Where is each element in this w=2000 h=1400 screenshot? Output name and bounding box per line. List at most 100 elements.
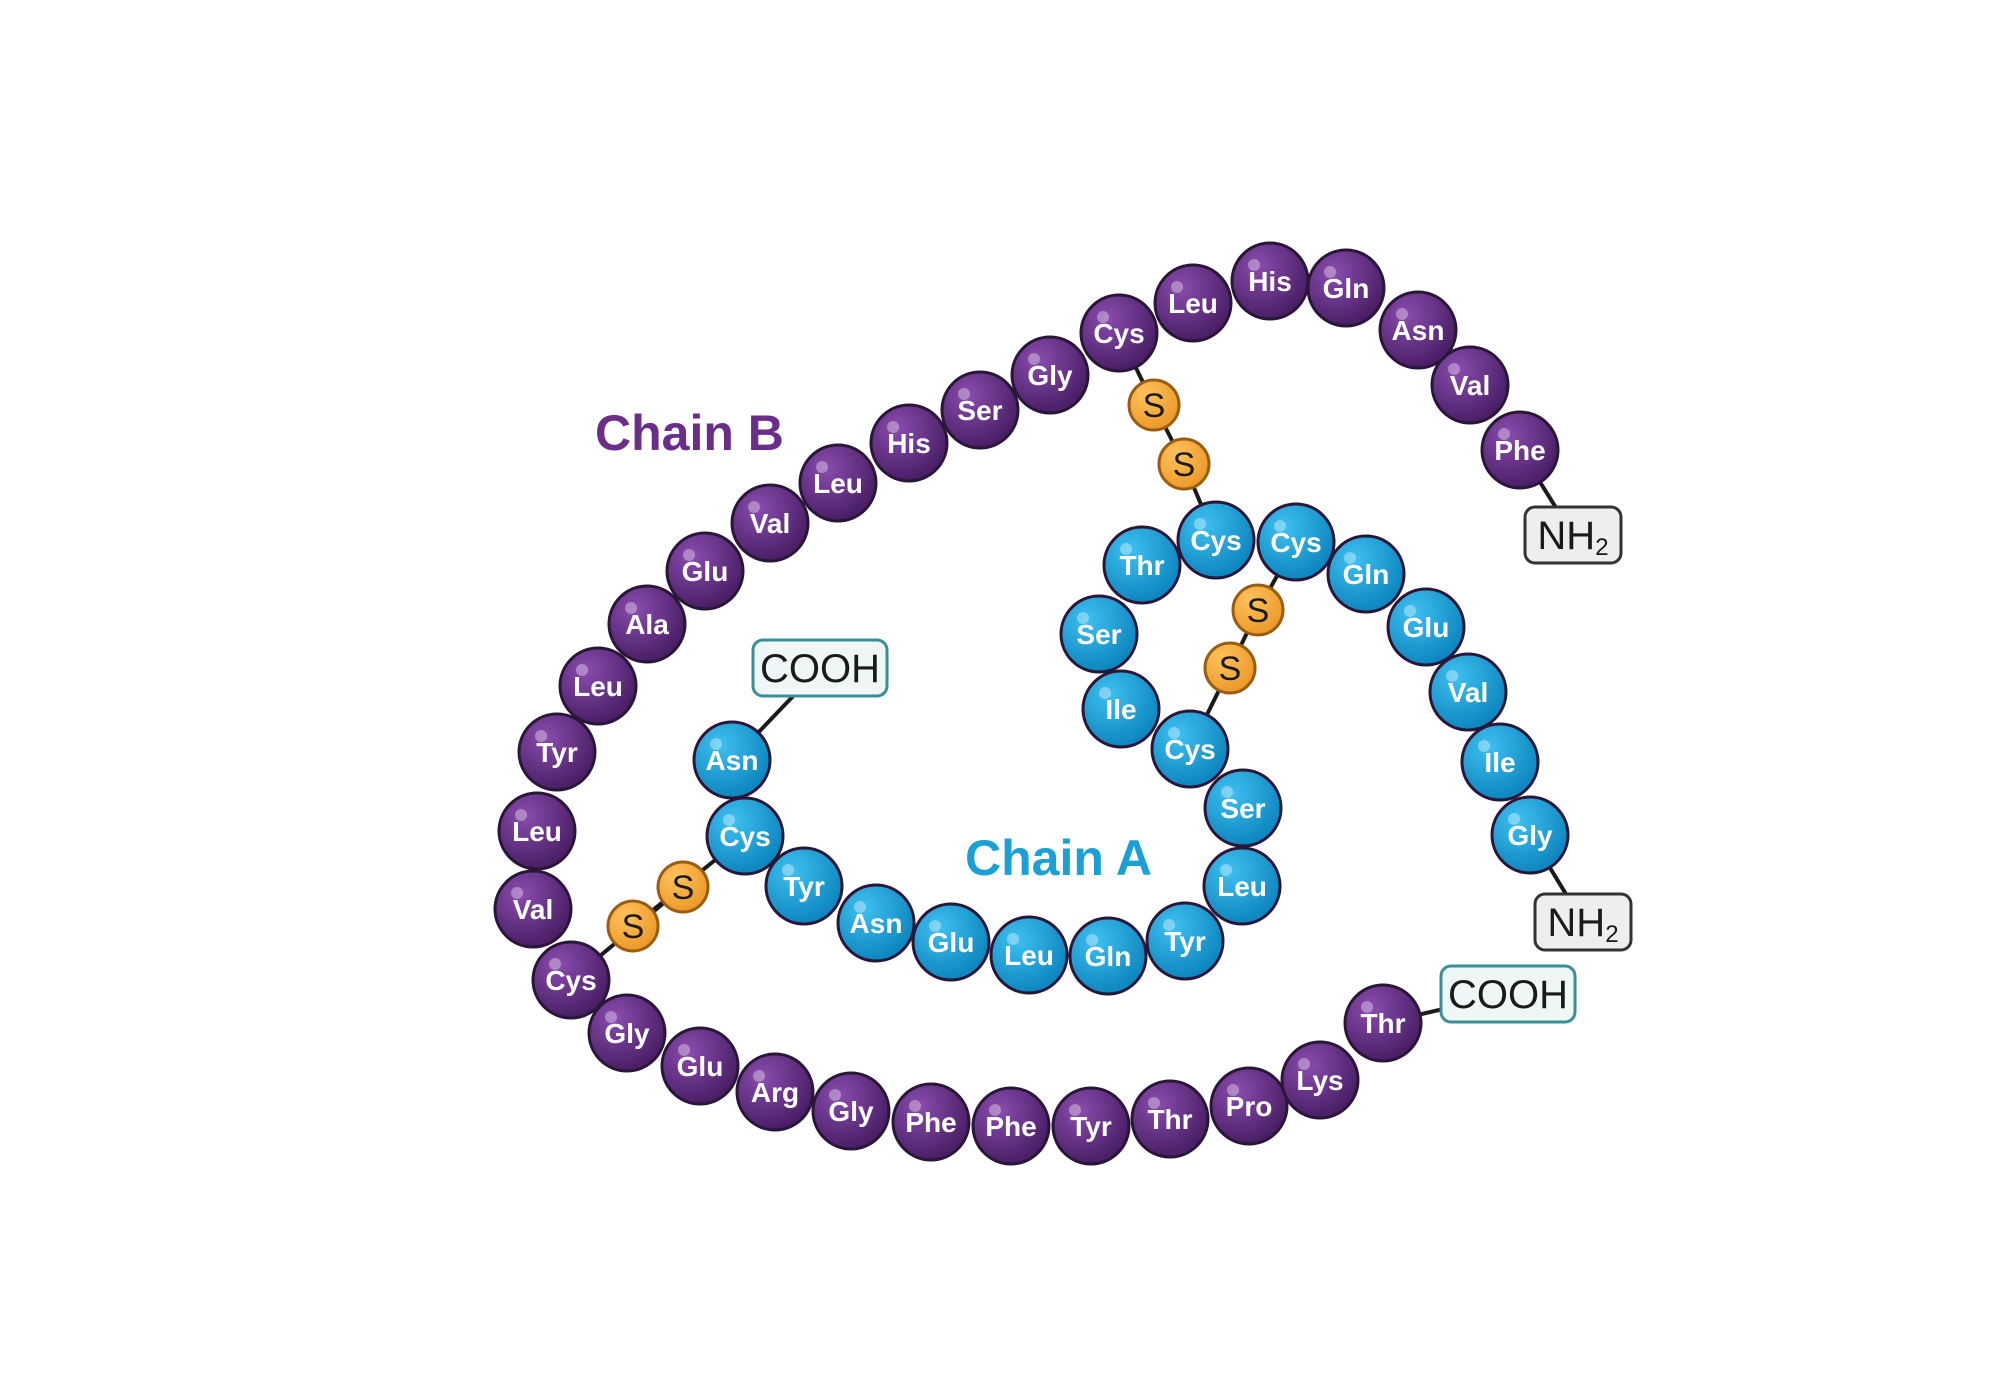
- sulfur-a6-a11-1: S: [1231, 583, 1285, 637]
- bead-highlight: [1498, 428, 1510, 440]
- bead-highlight: [1099, 687, 1111, 699]
- residue-bead: [1081, 669, 1161, 749]
- residue-bead: [735, 1052, 815, 1132]
- bead-highlight: [1361, 1001, 1373, 1013]
- residue-a-3-val: Val: [1428, 652, 1508, 732]
- bead-highlight: [535, 730, 547, 742]
- terminal-subscript: 2: [1595, 534, 1608, 561]
- residue-b-14-ala: Ala: [607, 584, 687, 664]
- residue-label: Val: [1448, 677, 1488, 708]
- residue-label: Ile: [1484, 747, 1515, 778]
- residue-label: Lys: [1296, 1065, 1343, 1096]
- residue-bead: [764, 846, 844, 926]
- chain-b-c-terminus: COOH: [1439, 964, 1577, 1024]
- residue-a-10-ile: Ile: [1081, 669, 1161, 749]
- residue-label: Gly: [604, 1018, 650, 1049]
- residue-beads: PheValAsnGlnHisLeuCysGlySerHisLeuValGluA…: [493, 241, 1570, 1166]
- residue-bead: [1343, 983, 1423, 1063]
- residue-a-7-cys: Cys: [1176, 500, 1256, 580]
- terminal-label: COOH: [760, 647, 880, 691]
- sulfur-label: S: [672, 869, 695, 907]
- residue-label: Phe: [905, 1107, 956, 1138]
- residue-label: Ser: [1220, 793, 1265, 824]
- residue-bead: [911, 902, 991, 982]
- bead-highlight: [605, 1011, 617, 1023]
- bead-highlight: [710, 738, 722, 750]
- residue-label: Leu: [512, 816, 562, 847]
- residue-label: Thr: [1360, 1008, 1405, 1039]
- residue-b-11-leu: Leu: [798, 443, 878, 523]
- residue-bead: [1480, 410, 1560, 490]
- residue-bead: [798, 443, 878, 523]
- residue-label: Tyr: [1070, 1111, 1112, 1142]
- sulfur-label: S: [1173, 446, 1196, 484]
- residue-label: Cys: [1093, 318, 1144, 349]
- terminal-box: [751, 638, 889, 698]
- bead-highlight: [1028, 353, 1040, 365]
- chain-a-c-terminus: COOH: [751, 638, 889, 698]
- residue-bead: [1130, 1079, 1210, 1159]
- residue-label: Leu: [1168, 288, 1218, 319]
- chain-a-n-terminus: NH2: [1533, 892, 1633, 952]
- bead-highlight: [549, 958, 561, 970]
- bead-highlight: [1007, 933, 1019, 945]
- residue-bead: [660, 1026, 740, 1106]
- residue-label: Gln: [1323, 273, 1370, 304]
- bead-highlight: [1086, 934, 1098, 946]
- bead-highlight: [1298, 1058, 1310, 1070]
- residue-a-21-asn: Asn: [692, 720, 772, 800]
- residue-a-19-tyr: Tyr: [764, 846, 844, 926]
- residue-label: Ala: [625, 609, 669, 640]
- residue-b-4-gln: Gln: [1306, 248, 1386, 328]
- residue-b-18-val: Val: [493, 869, 573, 949]
- residue-label: Glu: [928, 927, 975, 958]
- residue-bead: [891, 1082, 971, 1162]
- residue-bead: [1256, 502, 1336, 582]
- residue-bead: [730, 483, 810, 563]
- residue-b-17-leu: Leu: [497, 791, 577, 871]
- residue-bead: [531, 940, 611, 1020]
- bead-highlight: [1069, 1104, 1081, 1116]
- residue-label: Cys: [1164, 734, 1215, 765]
- residue-b-20-gly: Gly: [587, 993, 667, 1073]
- residue-b-16-tyr: Tyr: [517, 712, 597, 792]
- residue-label: Cys: [1190, 525, 1241, 556]
- residue-bead: [1176, 500, 1256, 580]
- bead-highlight: [816, 461, 828, 473]
- residue-label: Pro: [1226, 1091, 1273, 1122]
- residue-bead: [493, 869, 573, 949]
- terminal-label: COOH: [1448, 973, 1568, 1017]
- sulfur-b19-a20-2: S: [606, 899, 660, 953]
- bead-highlight: [1171, 281, 1183, 293]
- residue-label: Val: [513, 894, 553, 925]
- sulfur-label: S: [1219, 650, 1242, 688]
- residue-bead: [1068, 916, 1148, 996]
- bead-highlight: [576, 664, 588, 676]
- residue-a-5-gln: Gln: [1326, 534, 1406, 614]
- residue-b-24-phe: Phe: [891, 1082, 971, 1162]
- bead-highlight: [1097, 311, 1109, 323]
- residue-a-1-gly: Gly: [1490, 795, 1570, 875]
- residue-a-8-thr: Thr: [1102, 525, 1182, 605]
- residue-bead: [1430, 345, 1510, 425]
- terminal-box: [1439, 964, 1577, 1024]
- chain-a-title: Chain A: [965, 830, 1152, 886]
- residue-label: Cys: [1270, 527, 1321, 558]
- residue-bead: [705, 796, 785, 876]
- sulfur-bead: [606, 899, 660, 953]
- residue-bead: [1326, 534, 1406, 614]
- residue-a-15-gln: Gln: [1068, 916, 1148, 996]
- bead-highlight: [887, 421, 899, 433]
- residue-b-29-lys: Lys: [1280, 1040, 1360, 1120]
- residue-label: Leu: [1217, 871, 1267, 902]
- sulfur-bead: [656, 860, 710, 914]
- residue-bead: [1386, 587, 1466, 667]
- residue-bead: [692, 720, 772, 800]
- residue-a-9-ser: Ser: [1059, 594, 1139, 674]
- bead-highlight: [1148, 1097, 1160, 1109]
- residue-label: Val: [750, 508, 790, 539]
- residue-bead: [1378, 290, 1458, 370]
- bead-highlight: [989, 1104, 1001, 1116]
- residue-label: Asn: [850, 908, 903, 939]
